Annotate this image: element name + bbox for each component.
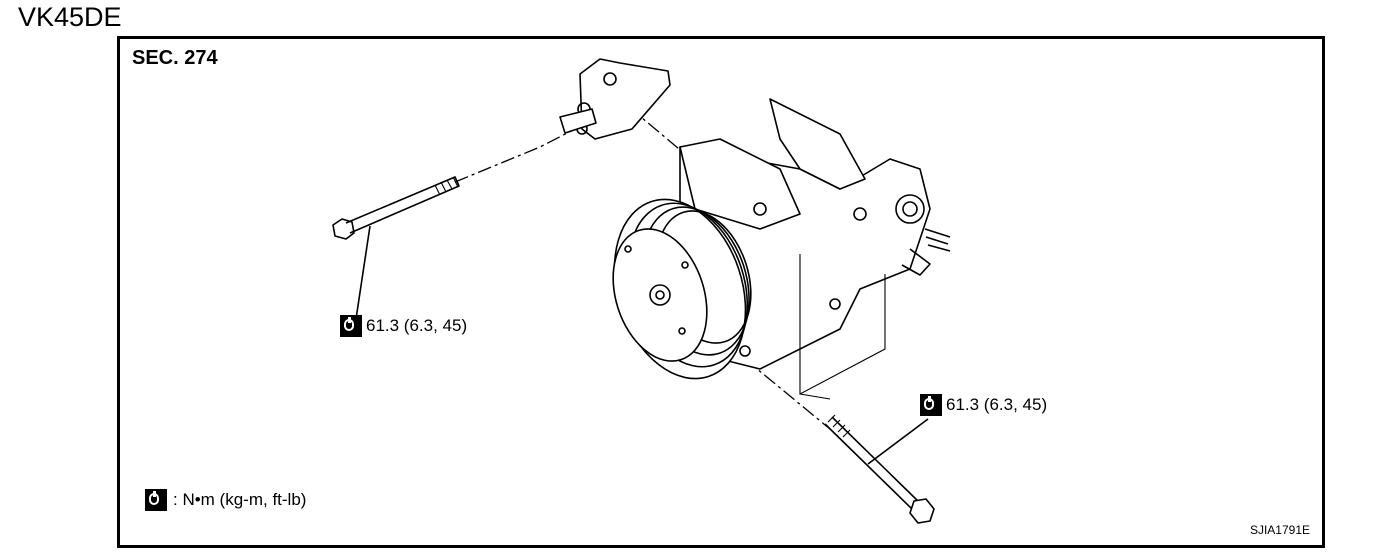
- figure-code: SJIA1791E: [1249, 523, 1310, 537]
- torque-wrench-icon: [340, 315, 362, 337]
- torque-wrench-icon: [920, 394, 942, 416]
- torque-wrench-icon: [145, 489, 167, 511]
- torque-legend: : N•m (kg-m, ft-lb): [145, 489, 306, 511]
- alignment-line-lower: [744, 358, 831, 430]
- compressor-drawing: [332, 58, 951, 524]
- upper-bracket: [559, 58, 671, 140]
- torque-callout-lower-bolt: 61.3 (6.3, 45): [920, 394, 1047, 416]
- upper-bolt: [332, 176, 460, 320]
- lower-bolt: [824, 414, 935, 524]
- torque-callout-upper-bolt: 61.3 (6.3, 45): [340, 315, 467, 337]
- alignment-line-upper: [454, 128, 576, 183]
- legend-text: : N•m (kg-m, ft-lb): [173, 490, 307, 509]
- torque-value: 61.3 (6.3, 45): [946, 395, 1048, 414]
- diagram-frame: SEC. 274: [117, 36, 1325, 548]
- torque-value: 61.3 (6.3, 45): [366, 316, 468, 335]
- compressor: [612, 98, 951, 400]
- engine-title: VK45DE: [18, 2, 122, 32]
- section-label: SEC. 274: [132, 47, 218, 69]
